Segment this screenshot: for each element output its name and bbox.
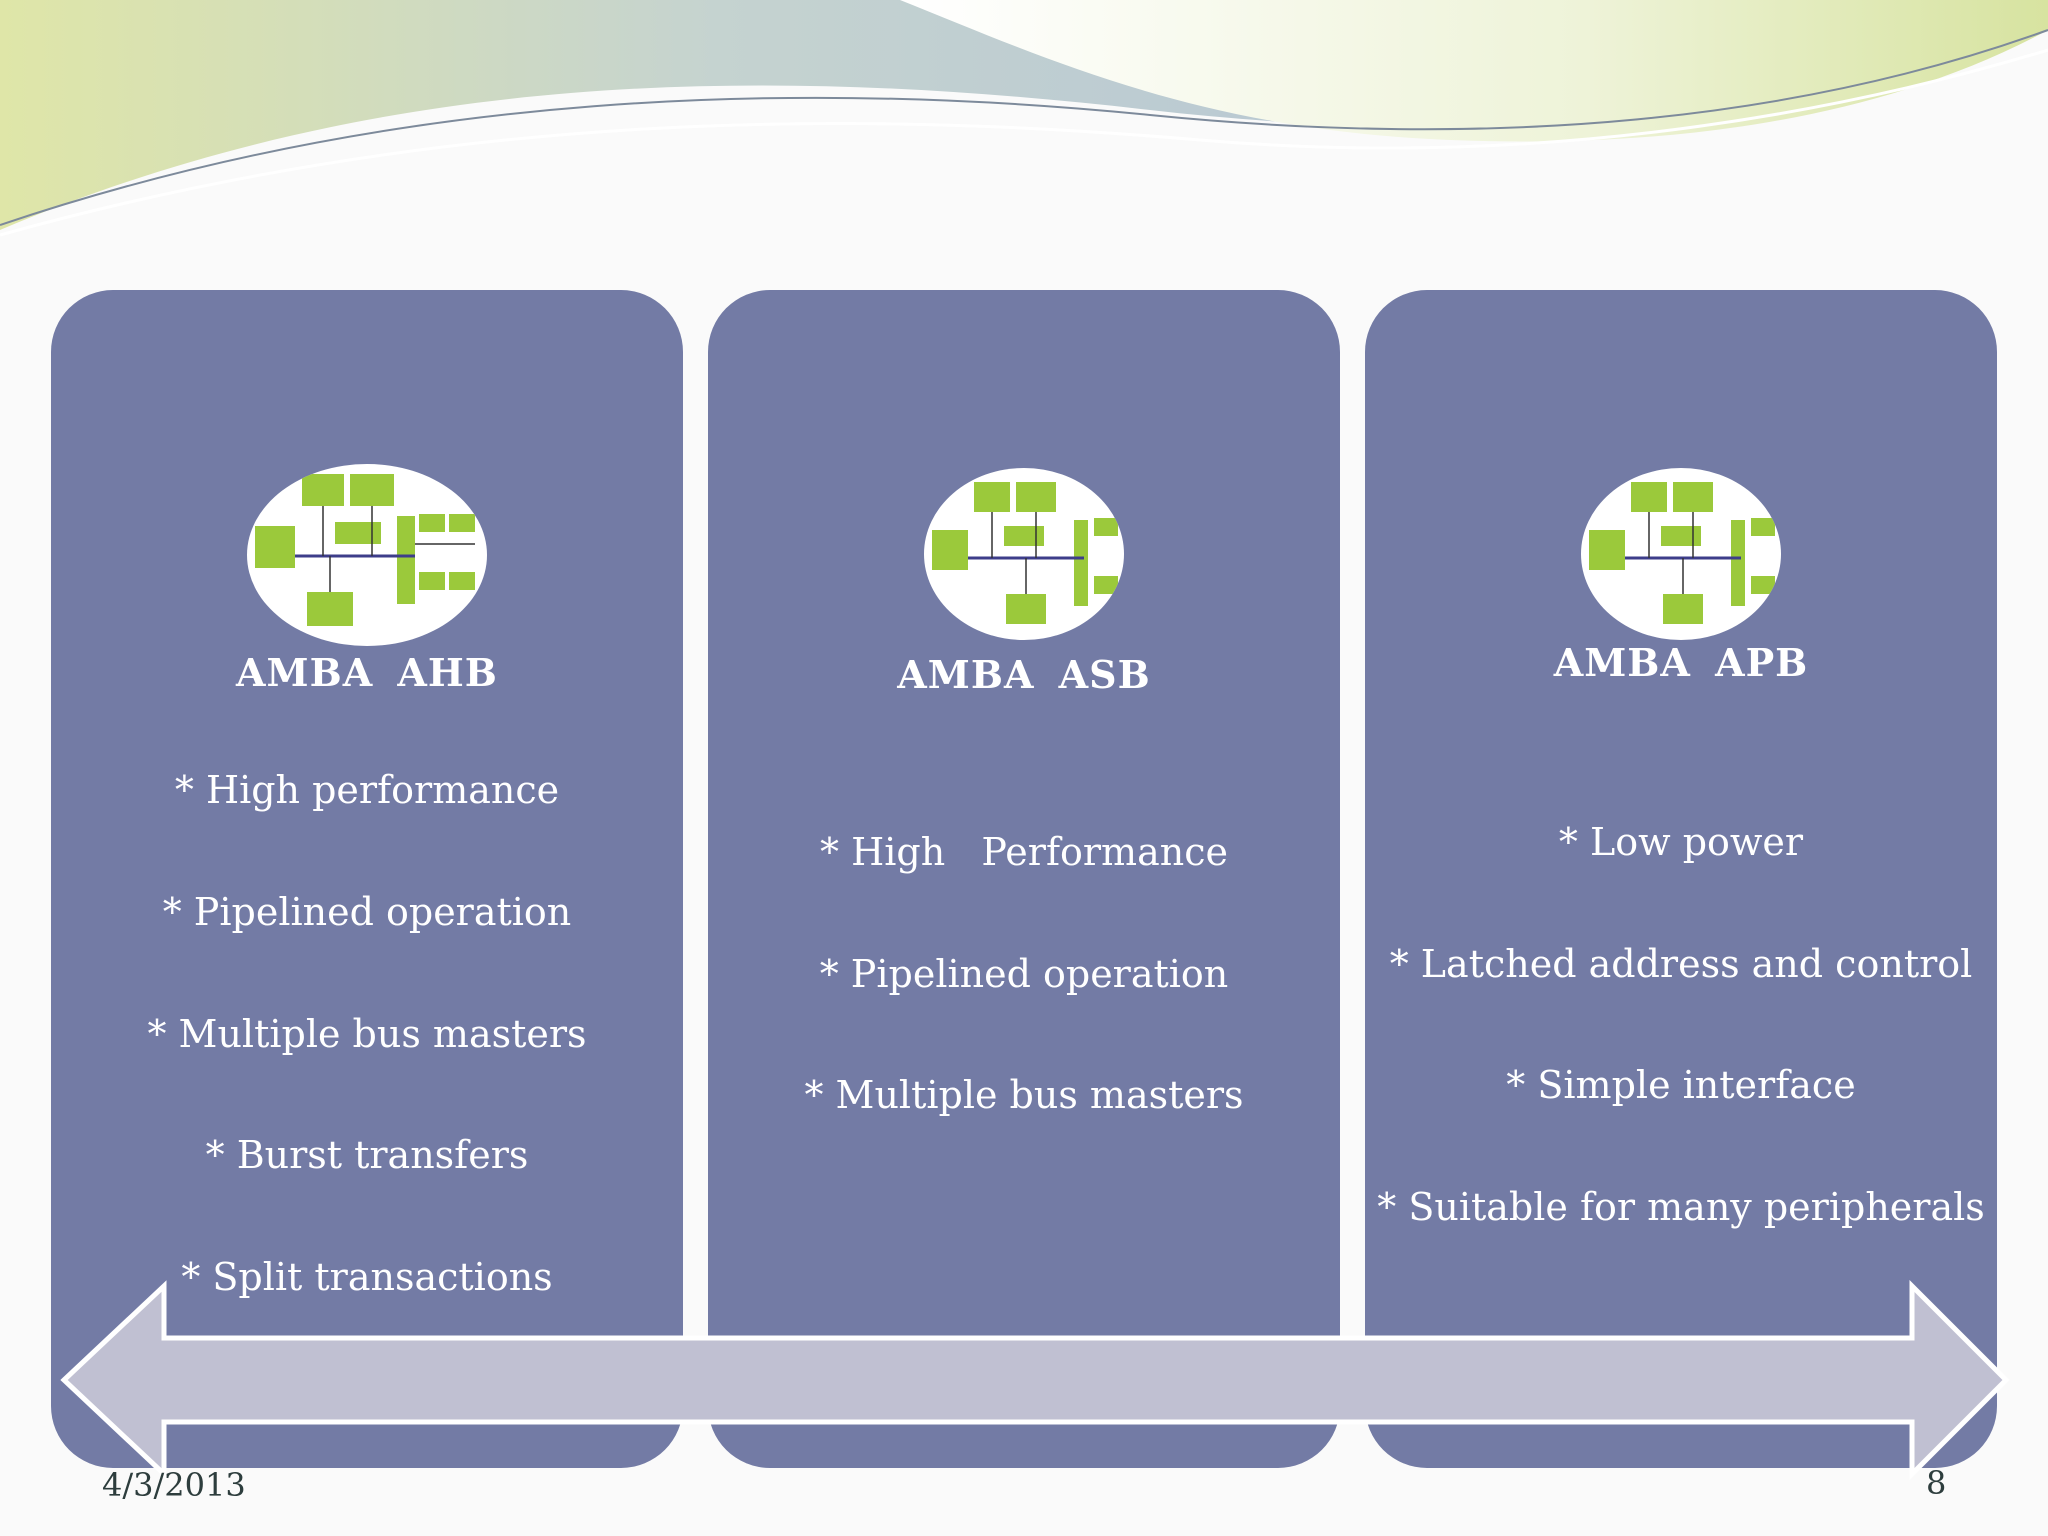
panel-amba-ahb: AMBA AHB * High performance * Pipelined … <box>51 290 683 1468</box>
panel-title: AMBA AHB <box>236 650 498 695</box>
feature-item: * Latched address and control <box>1389 942 1973 986</box>
feature-item: * Pipelined operation <box>819 952 1229 996</box>
panel-amba-apb: AMBA APB * Low power * Latched address a… <box>1365 290 1997 1468</box>
feature-item: * High Performance <box>820 830 1228 874</box>
page-number: 8 <box>1926 1464 1947 1502</box>
feature-item: * Burst transfers <box>205 1133 529 1177</box>
bus-diagram-image <box>924 468 1124 640</box>
feature-item: * Pipelined operation <box>162 890 572 934</box>
double-arrow-icon <box>60 1280 2010 1480</box>
bus-diagram-image <box>1581 468 1781 640</box>
feature-item: * High performance <box>174 768 560 812</box>
header-wave-decoration <box>0 0 2048 237</box>
feature-item: * Multiple bus masters <box>147 1012 587 1056</box>
panel-title: AMBA ASB <box>897 652 1151 697</box>
feature-item: * Suitable for many peripherals <box>1377 1185 1985 1229</box>
bus-diagram-image <box>247 464 487 646</box>
panel-title: AMBA APB <box>1553 640 1809 685</box>
feature-item: * Multiple bus masters <box>804 1073 1244 1117</box>
feature-item: * Low power <box>1558 820 1804 864</box>
feature-item: * Simple interface <box>1506 1063 1856 1107</box>
footer-date: 4/3/2013 <box>102 1466 246 1504</box>
feature-item: * Split transactions <box>181 1255 553 1299</box>
panel-amba-asb: AMBA ASB * High Performance * Pipelined … <box>708 290 1340 1468</box>
